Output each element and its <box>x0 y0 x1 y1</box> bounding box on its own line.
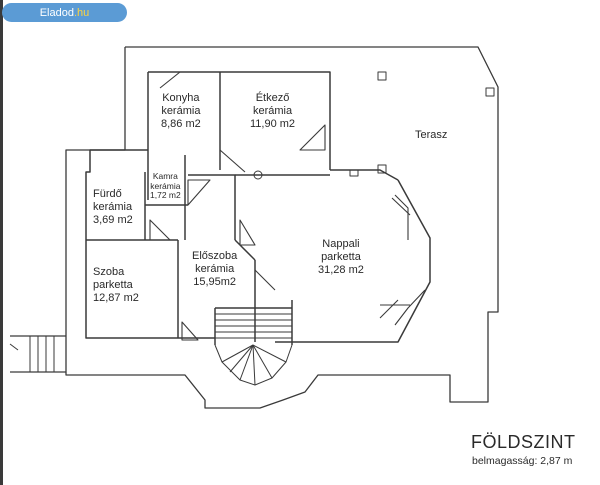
room-label-kamra: Kamra kerámia 1,72 m2 <box>150 171 181 200</box>
room-label-terasz: Terasz <box>415 129 448 141</box>
entrance-steps <box>9 336 55 372</box>
logo-brand: Eladod <box>39 6 74 19</box>
room-label-szoba: Szoba parketta 12,87 m2 <box>93 266 139 304</box>
house-walls <box>85 71 431 345</box>
door-swings <box>149 71 426 341</box>
ceiling-height-note: belmagasság: 2,87 m <box>472 455 573 467</box>
site-logo-badge[interactable]: Eladod.hu <box>2 3 127 22</box>
room-label-nappali: Nappali parketta 31,28 m2 <box>318 238 364 276</box>
window-edge <box>0 0 3 485</box>
room-label-eloszoba: Előszoba kerámia 15,95m2 <box>192 250 238 288</box>
columns <box>253 71 495 180</box>
room-label-etkezo: Étkező kerámia 11,90 m2 <box>250 92 296 130</box>
staircase <box>214 313 293 386</box>
outer-wall <box>10 46 499 409</box>
room-label-konyha: Konyha kerámia 8,86 m2 <box>161 92 201 130</box>
plan-title: FÖLDSZINT <box>471 432 576 452</box>
logo-tld: .hu <box>73 6 90 19</box>
room-label-furdo: Fürdő kerámia 3,69 m2 <box>93 188 133 226</box>
